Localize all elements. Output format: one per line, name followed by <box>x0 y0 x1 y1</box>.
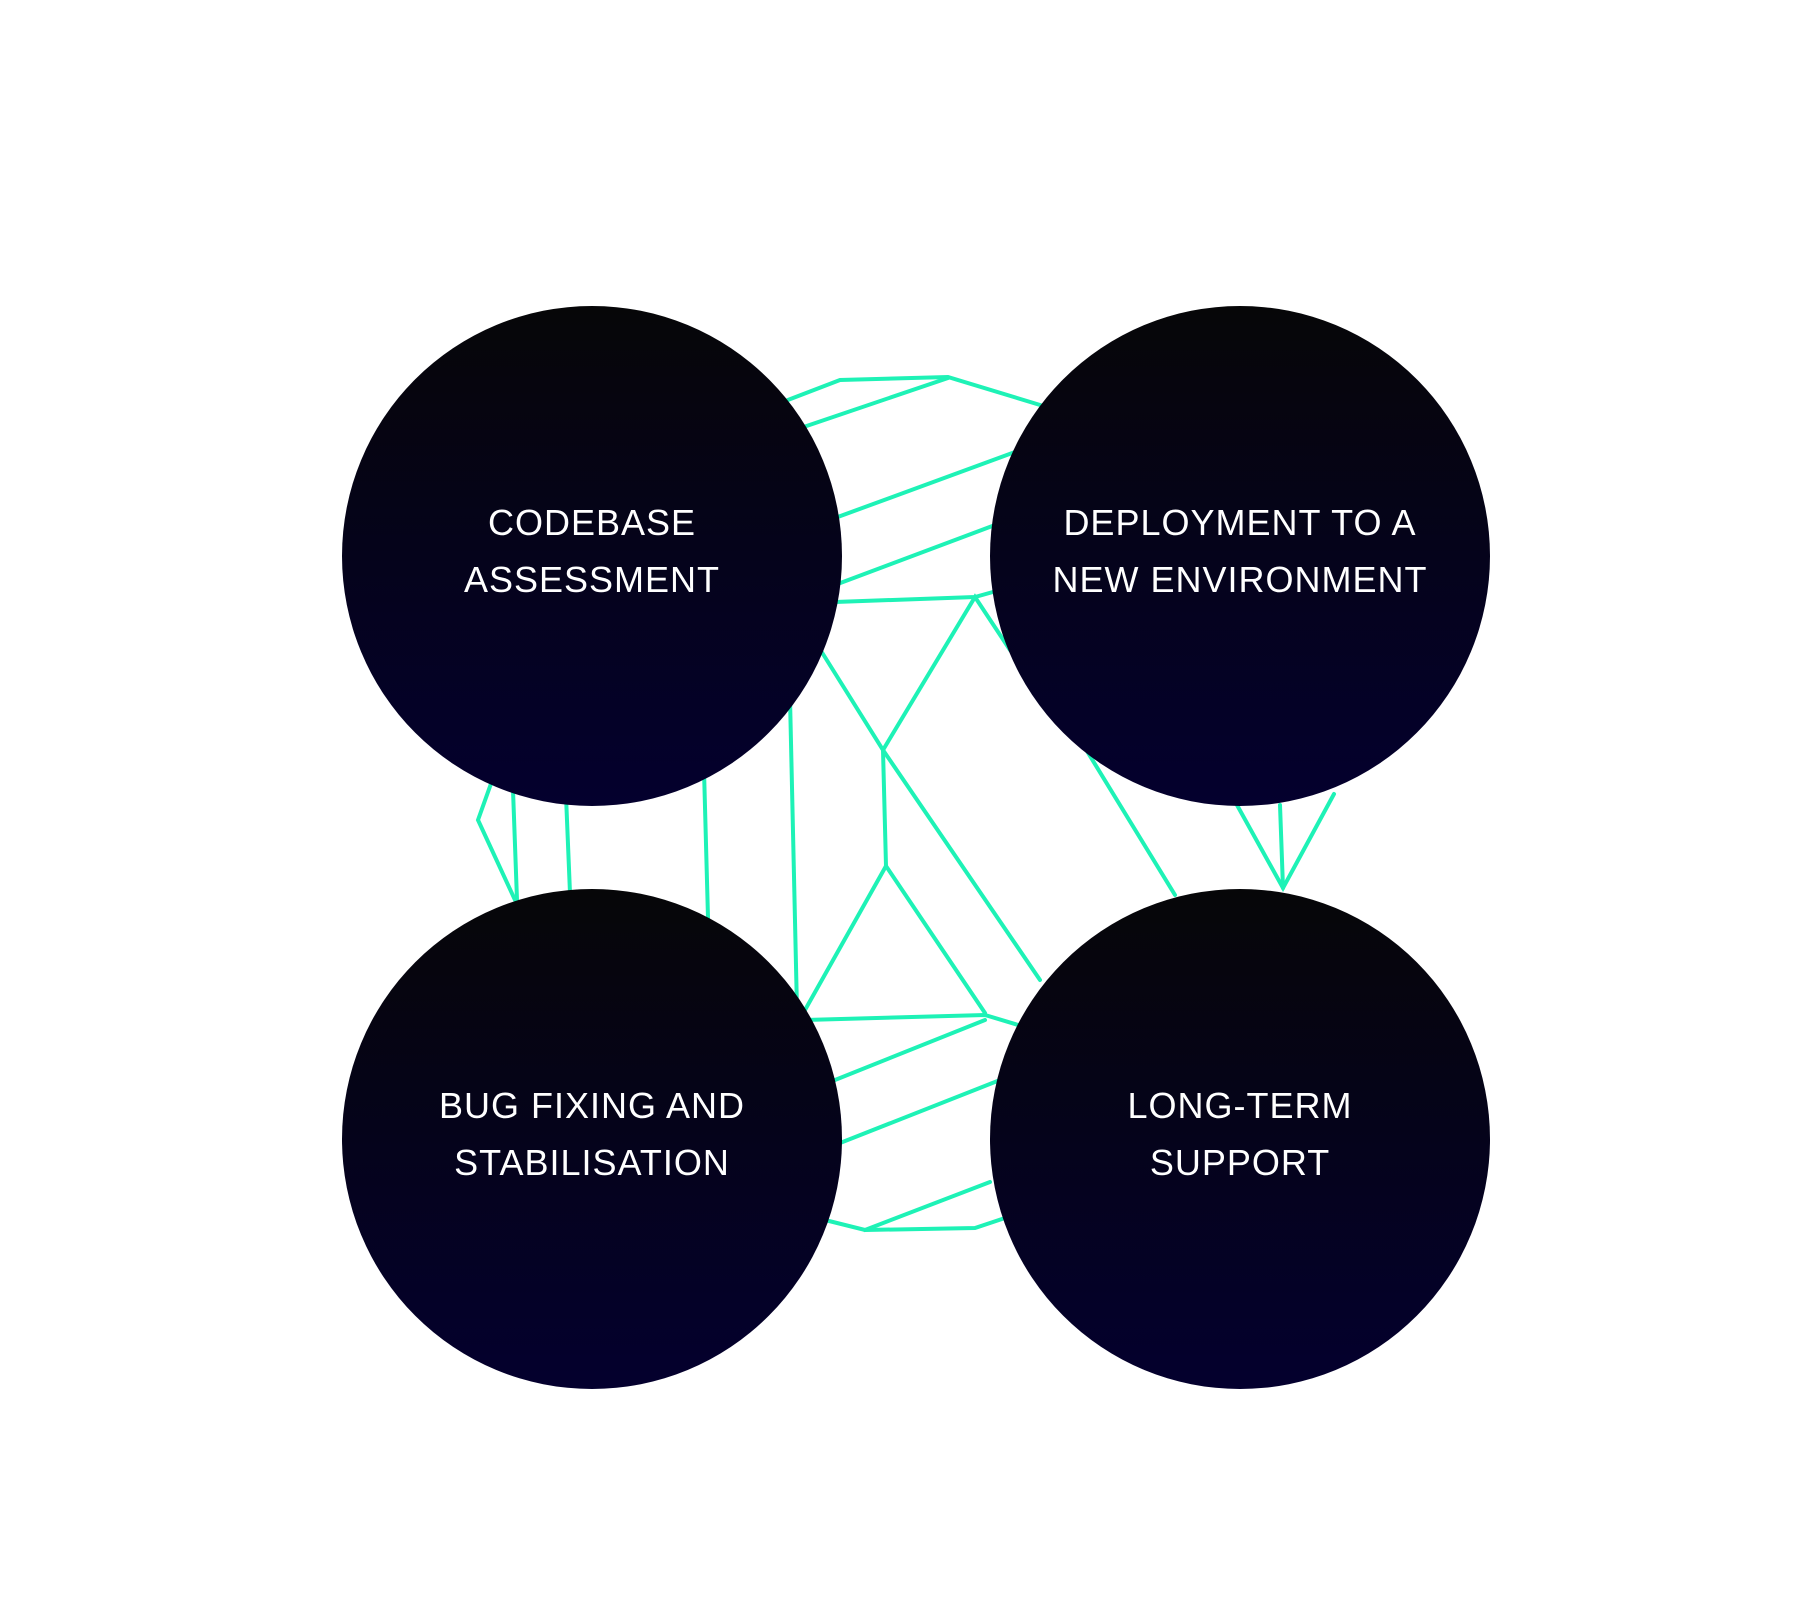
node-label-line: BUG FIXING AND <box>438 1085 746 1126</box>
connector-line <box>778 374 1052 410</box>
node-label: CODEBASE ASSESSMENT <box>382 494 802 608</box>
connector-line <box>816 593 1012 754</box>
connector-line <box>475 776 517 902</box>
connector-line <box>803 748 889 1012</box>
node-label-line: SUPPORT <box>1149 1142 1331 1183</box>
node-label-line: NEW ENVIRONMENT <box>1052 559 1428 600</box>
connector-line <box>511 788 519 902</box>
node-label: LONG-TERM SUPPORT <box>1030 1077 1450 1191</box>
connector-line <box>788 696 799 1012</box>
connector-line <box>863 1180 992 1232</box>
connector-line <box>808 1018 987 1092</box>
node-label-line: LONG-TERM <box>1127 1085 1353 1126</box>
connector-line <box>833 1078 1002 1147</box>
node-label: BUG FIXING AND STABILISATION <box>382 1077 802 1191</box>
node-label-line: CODEBASE <box>487 502 697 543</box>
connector-line <box>881 748 1042 982</box>
connector-line <box>564 794 572 895</box>
deployment-node: DEPLOYMENT TO A NEW ENVIRONMENT <box>990 306 1490 806</box>
connector-line <box>702 768 710 920</box>
connector-line <box>823 1216 1007 1233</box>
node-label-line: STABILISATION <box>454 1142 730 1183</box>
node-label-line: ASSESSMENT <box>463 559 721 600</box>
connector-line <box>833 523 997 587</box>
node-label: DEPLOYMENT TO A NEW ENVIRONMENT <box>1030 494 1450 608</box>
node-label-line: DEPLOYMENT TO A <box>1063 502 1417 543</box>
network-lines <box>475 374 1336 1233</box>
bug-fixing-node: BUG FIXING AND STABILISATION <box>342 889 842 1389</box>
connector-line <box>884 864 987 1015</box>
long-term-support-node: LONG-TERM SUPPORT <box>990 889 1490 1389</box>
connector-line <box>778 376 950 437</box>
connector-line <box>1278 803 1285 890</box>
connector-line <box>833 450 1017 520</box>
codebase-assessment-node: CODEBASE ASSESSMENT <box>342 306 842 806</box>
connector-line <box>803 1012 1027 1029</box>
